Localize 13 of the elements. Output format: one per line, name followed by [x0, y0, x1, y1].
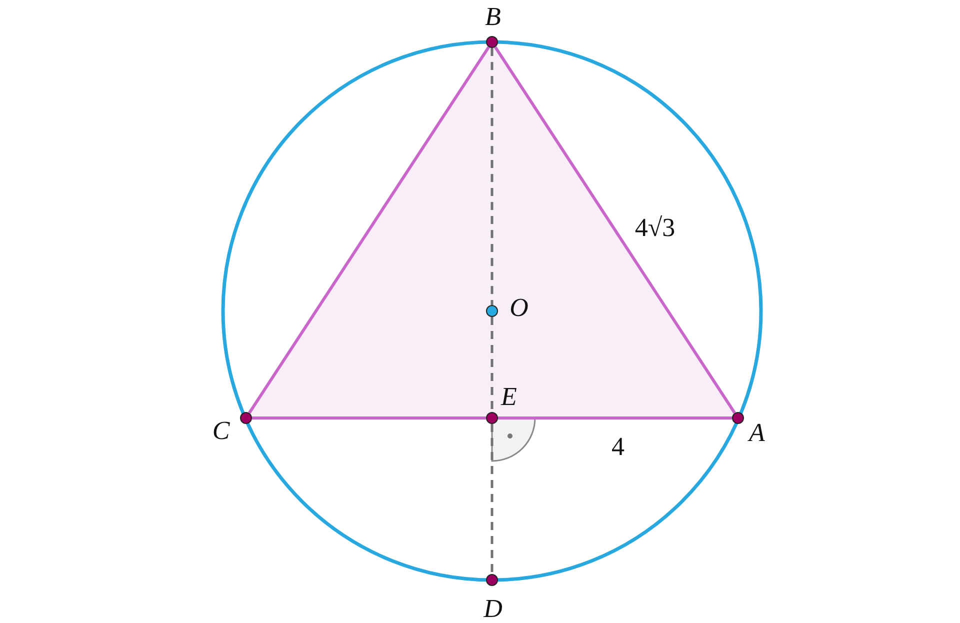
point-label: D: [484, 596, 502, 622]
point-label: B: [485, 4, 501, 30]
line-segment: [252, 416, 486, 420]
dashed-line: [490, 48, 494, 305]
point-label: O: [510, 295, 528, 321]
line-segment: [248, 46, 490, 414]
line-segment: [494, 46, 736, 414]
point-label: A: [749, 420, 765, 446]
point-label: E: [501, 384, 517, 410]
point-label: C: [212, 418, 230, 444]
line-segment: [498, 416, 732, 420]
dashed-line: [490, 317, 494, 412]
dashed-line: [490, 424, 494, 574]
